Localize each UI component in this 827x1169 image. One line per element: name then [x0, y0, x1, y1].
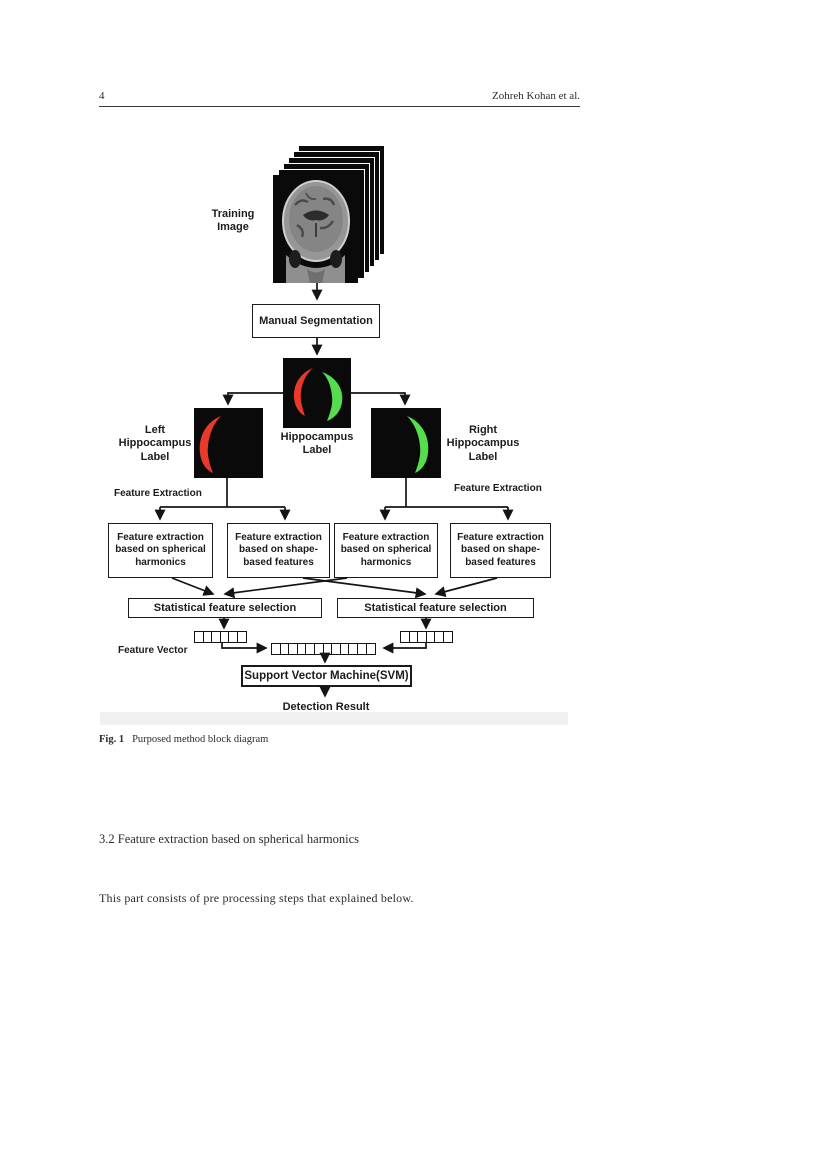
- header-rule: [99, 106, 580, 107]
- feature-extraction-label-right: Feature Extraction: [454, 483, 542, 494]
- feature-vector-cell: [237, 631, 248, 643]
- section-heading: 3.2 Feature extraction based on spherica…: [99, 832, 359, 846]
- mri-brain-image: [273, 175, 358, 283]
- feature-box-shape-left: Feature extraction based on shape- based…: [227, 523, 330, 578]
- right-hippocampus-label: Right Hippocampus Label: [446, 424, 520, 463]
- figure-1-block-diagram: Training Image Manual Segmentation Hippo…: [100, 130, 568, 725]
- feature-box-shape-right: Feature extraction based on shape- based…: [450, 523, 551, 578]
- feature-vector-strip-right: [400, 631, 454, 643]
- detection-result-label: Detection Result: [282, 701, 370, 713]
- manual-segmentation-box: Manual Segmentation: [252, 304, 380, 338]
- figure-caption-number: Fig. 1: [99, 734, 125, 745]
- green-crescent-shape: [407, 416, 429, 473]
- red-left-hippocampus-shape: [293, 368, 313, 416]
- body-paragraph: This part consists of pre processing ste…: [99, 891, 414, 905]
- feature-box-spherical-right: Feature extraction based on spherical ha…: [334, 523, 438, 578]
- left-hippocampus-label: Left Hippocampus Label: [118, 424, 192, 463]
- figure-caption-text: Purposed method block diagram: [132, 734, 269, 745]
- statistical-selection-box-left: Statistical feature selection: [128, 598, 322, 618]
- hippocampus-both-graphic: [293, 368, 343, 421]
- figure-caption: Fig. 1 Purposed method block diagram: [99, 734, 580, 745]
- statistical-selection-box-right: Statistical feature selection: [337, 598, 534, 618]
- brain-scan-graphic: [273, 175, 358, 283]
- feature-vector-strip-combined: [271, 643, 376, 655]
- running-head: Zohreh Kohan et al.: [492, 90, 580, 102]
- red-crescent-shape: [199, 416, 221, 473]
- hippocampus-label-caption: Hippocampus Label: [280, 431, 354, 457]
- left-hippocampus-image: [194, 408, 263, 478]
- figure-bottom-band: [100, 712, 568, 725]
- hippocampus-label-image: [283, 358, 351, 428]
- feature-box-spherical-left: Feature extraction based on spherical ha…: [108, 523, 213, 578]
- feature-vector-strip-left: [194, 631, 248, 643]
- green-right-hippocampus-shape: [322, 372, 343, 421]
- feature-extraction-label-left: Feature Extraction: [114, 488, 202, 499]
- training-image-label: Training Image: [211, 208, 255, 234]
- page-number: 4: [99, 90, 105, 102]
- left-hippocampus-graphic: [199, 416, 221, 473]
- feature-vector-cell: [443, 631, 454, 643]
- right-hippocampus-graphic: [407, 416, 429, 473]
- right-hippocampus-image: [371, 408, 441, 478]
- svm-box: Support Vector Machine(SVM): [241, 665, 412, 687]
- feature-vector-label: Feature Vector: [118, 645, 188, 656]
- feature-vector-cell: [365, 643, 376, 655]
